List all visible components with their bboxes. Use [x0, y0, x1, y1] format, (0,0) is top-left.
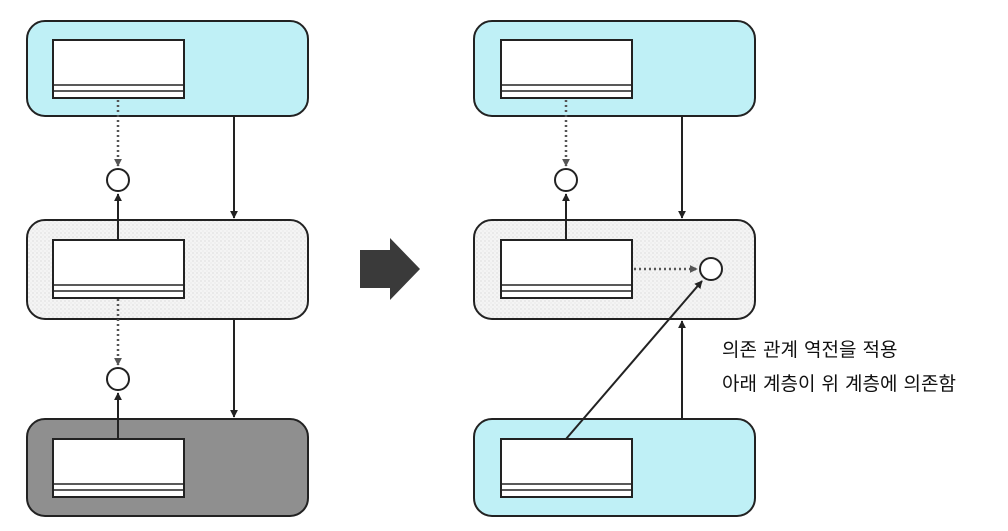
- before-top-layer: [26, 20, 309, 117]
- after-top-module: [500, 39, 633, 99]
- after-interface-inverted: [699, 257, 723, 281]
- before-middle-module: [52, 239, 185, 299]
- transition-arrow: [360, 238, 420, 300]
- before-middle-layer: [26, 219, 309, 320]
- after-bottom-layer: [473, 418, 756, 517]
- before-diagram: [26, 20, 309, 517]
- before-bottom-layer: [26, 418, 309, 517]
- before-bottom-module: [52, 438, 185, 498]
- annotation-line-2: 아래 계층이 위 계층에 의존함: [722, 373, 956, 395]
- annotation-line-1: 의존 관계 역전을 적용: [722, 339, 898, 361]
- after-bottom-module: [500, 438, 633, 498]
- after-diagram: [473, 20, 756, 517]
- before-top-module: [52, 39, 185, 99]
- after-middle-layer: [473, 219, 756, 320]
- after-interface-upper: [554, 168, 578, 192]
- before-interface-upper: [106, 168, 130, 192]
- after-implements-arrow-diagonal: [565, 280, 703, 440]
- after-middle-module: [500, 239, 633, 299]
- after-top-layer: [473, 20, 756, 117]
- before-interface-lower: [106, 367, 130, 391]
